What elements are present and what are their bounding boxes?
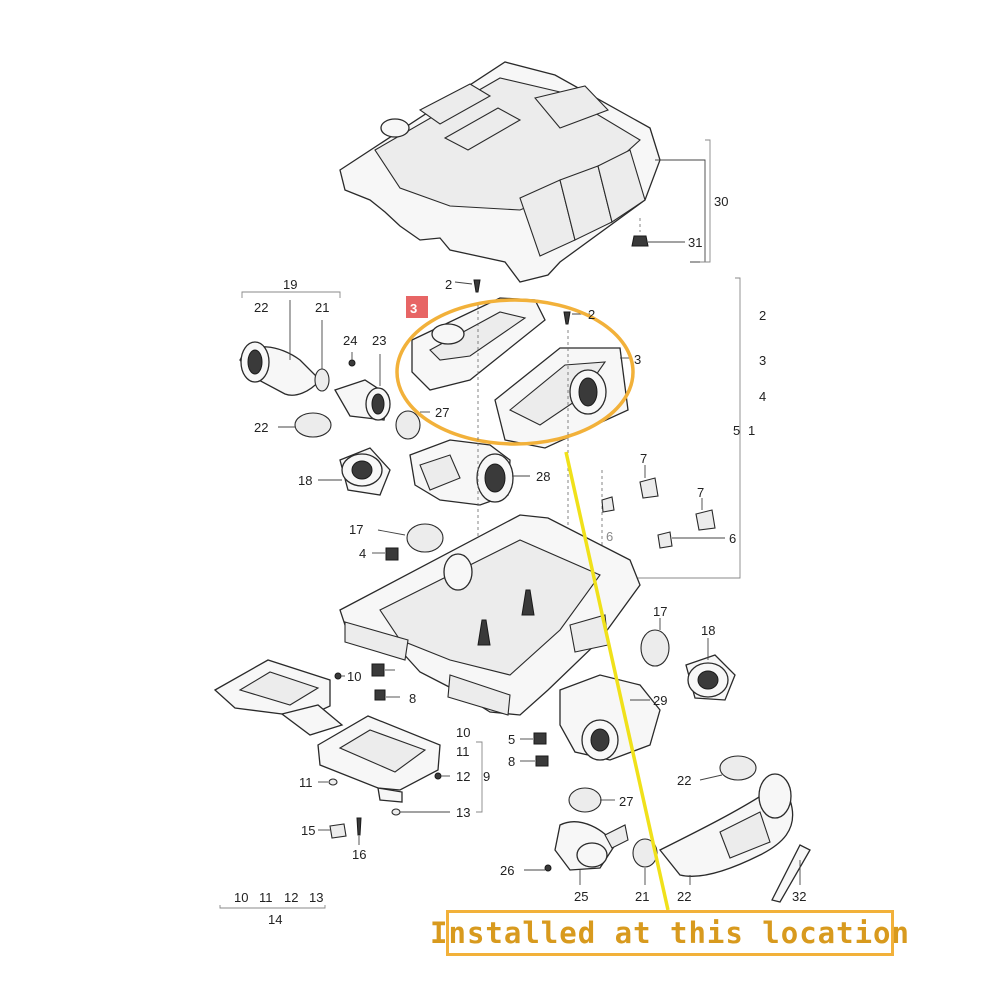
- label-13c: 13: [309, 890, 323, 905]
- label-5a: 5: [508, 732, 515, 747]
- label-12a: 12: [456, 769, 470, 784]
- label-15: 15: [301, 823, 315, 838]
- label-27b: 27: [619, 794, 633, 809]
- clip-7b: [695, 498, 716, 531]
- label-3b: 3: [634, 352, 641, 367]
- label-7a: 7: [640, 451, 647, 466]
- label-22b: 22: [254, 420, 268, 435]
- label-18b: 18: [701, 623, 715, 638]
- air-filter-housing-left: [411, 279, 546, 391]
- bolt-12a: [434, 772, 450, 780]
- label-11c: 11: [259, 890, 273, 905]
- callout-text: Installed at this location: [430, 916, 910, 950]
- label-16: 16: [352, 847, 366, 862]
- bolt-10a: [334, 672, 345, 680]
- label-4-right: 4: [759, 389, 766, 404]
- turbocharger-28: [409, 439, 530, 506]
- breather-pipe-32: [771, 844, 811, 903]
- label-17a: 17: [349, 522, 363, 537]
- bolt-4: [372, 547, 399, 561]
- label-3-right: 3: [759, 353, 766, 368]
- label-17b: 17: [653, 604, 667, 619]
- intake-hose-19: [239, 291, 341, 396]
- grommet-8a: [371, 663, 395, 677]
- label-14: 14: [268, 912, 282, 927]
- label-10c: 10: [234, 890, 248, 905]
- label-2a: 2: [445, 277, 452, 292]
- label-29: 29: [653, 693, 667, 708]
- intake-pipe-18b: [685, 638, 736, 701]
- bolt-8b: [520, 755, 549, 767]
- label-3-tag: 3: [410, 301, 417, 316]
- clip-15: [318, 823, 347, 839]
- label-22a: 22: [254, 300, 268, 315]
- seal-17a: [377, 523, 444, 553]
- label-8a: 8: [409, 691, 416, 706]
- label-8b: 8: [508, 754, 515, 769]
- label-30: 30: [714, 194, 728, 209]
- label-19: 19: [283, 277, 297, 292]
- label-21a: 21: [315, 300, 329, 315]
- seal-27b: [568, 787, 615, 813]
- intake-pipe-18a: [318, 447, 391, 496]
- bolt-26: [524, 864, 552, 872]
- label-24: 24: [343, 333, 357, 348]
- air-filter-housing-right: [494, 311, 632, 449]
- throttle-body-23: [334, 352, 391, 421]
- clamp-22c: [699, 755, 757, 781]
- bolt-5a: [520, 732, 547, 745]
- turbocharger-29: [559, 674, 661, 761]
- label-18a: 18: [298, 473, 312, 488]
- grommet-6a: [601, 496, 615, 513]
- charge-pipe-25: [554, 821, 629, 885]
- callout-box: Installed at this location: [430, 910, 909, 956]
- label-5-right: 5: [733, 423, 740, 438]
- bolt-11b: [318, 778, 338, 786]
- air-duct-left-upper: [213, 659, 344, 736]
- label-6b: 6: [729, 531, 736, 546]
- label-11a: 11: [456, 744, 470, 759]
- intake-hose-22d: [658, 773, 794, 885]
- clip-7a: [639, 465, 659, 499]
- label-4a: 4: [359, 546, 366, 561]
- screw-16: [356, 817, 362, 845]
- label-12c: 12: [284, 890, 298, 905]
- intake-manifold-tray: [339, 514, 641, 716]
- label-1-right: 1: [748, 423, 755, 438]
- label-9: 9: [483, 769, 490, 784]
- callout-pointer: [564, 451, 670, 911]
- grommet-31: [631, 218, 685, 247]
- label-2b: 2: [588, 307, 595, 322]
- highlight-ellipse: [395, 298, 635, 446]
- label-25: 25: [574, 889, 588, 904]
- label-13a: 13: [456, 805, 470, 820]
- air-duct-left-lower: [317, 715, 441, 803]
- clamp-21a: [314, 368, 330, 392]
- label-7b: 7: [697, 485, 704, 500]
- label-31: 31: [688, 235, 702, 250]
- label-21b: 21: [635, 889, 649, 904]
- label-22c: 22: [677, 773, 691, 788]
- label-10a: 10: [347, 669, 361, 684]
- label-32: 32: [792, 889, 806, 904]
- label-22d: 22: [677, 889, 691, 904]
- engine-cover: [339, 61, 706, 283]
- grommet-8c: [374, 689, 400, 701]
- grommet-6b: [657, 531, 725, 549]
- label-28: 28: [536, 469, 550, 484]
- clamp-22b: [278, 412, 332, 438]
- label-10b: 10: [456, 725, 470, 740]
- label-23: 23: [372, 333, 386, 348]
- label-27a: 27: [435, 405, 449, 420]
- seal-17b: [640, 618, 670, 667]
- seal-27a: [395, 410, 430, 440]
- bolt-13a: [391, 808, 450, 816]
- label-26: 26: [500, 863, 514, 878]
- label-11b: 11: [299, 775, 313, 790]
- highlight-tag: [406, 296, 428, 318]
- label-2-right: 2: [759, 308, 766, 323]
- label-6a: 6: [606, 529, 613, 544]
